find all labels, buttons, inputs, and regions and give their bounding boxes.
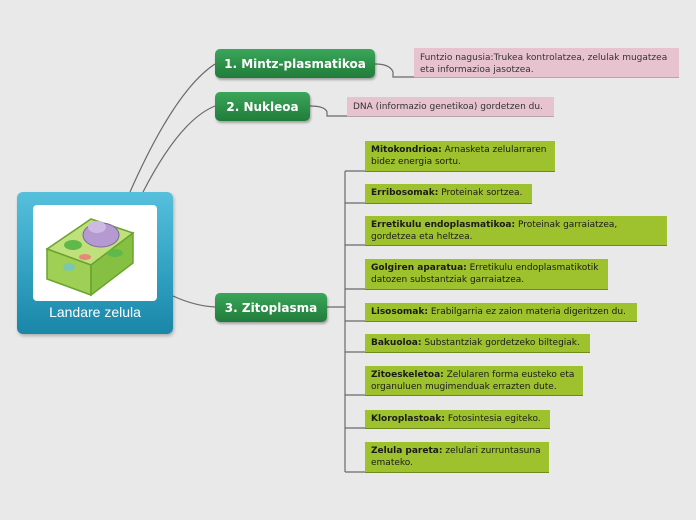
branch-nukleoa[interactable]: 2. Nukleoa bbox=[215, 92, 310, 121]
organelle-erribosomak[interactable]: Erribosomak: Proteinak sortzea. bbox=[365, 184, 532, 204]
organelle-desc: Erabilgarria ez zaion materia digeritzen… bbox=[430, 307, 626, 317]
organelle-lisosomak[interactable]: Lisosomak: Erabilgarria ez zaion materia… bbox=[365, 303, 637, 322]
organelle-name: Mitokondrioa: bbox=[371, 145, 442, 155]
organelle-golgiren-aparatua[interactable]: Golgiren aparatua: Erretikulu endoplasma… bbox=[365, 259, 608, 290]
plant-cell-image bbox=[33, 205, 157, 301]
organelle-name: Lisosomak: bbox=[371, 307, 428, 317]
root-label: Landare zelula bbox=[49, 304, 141, 320]
branch-zitoplasma[interactable]: 3. Zitoplasma bbox=[215, 293, 327, 322]
organelle-zelula-pareta[interactable]: Zelula pareta: zelulari zurruntasuna ema… bbox=[365, 442, 549, 473]
organelle-desc: Fotosintesia egiteko. bbox=[447, 414, 541, 424]
note-mintz[interactable]: Funtzio nagusia:Trukea kontrolatzea, zel… bbox=[414, 48, 679, 78]
organelle-erretikulu-endoplasmatikoa[interactable]: Erretikulu endoplasmatikoa: Proteinak ga… bbox=[365, 216, 667, 246]
organelle-name: Zitoeskeletoa: bbox=[371, 370, 444, 380]
organelle-name: Erretikulu endoplasmatikoa: bbox=[371, 220, 516, 230]
organelle-desc: Arnasketa zelularraren bidez energia sor… bbox=[371, 145, 547, 167]
organelle-name: Kloroplastoak: bbox=[371, 414, 445, 424]
organelle-desc: Proteinak sortzea. bbox=[441, 188, 523, 198]
branch-mintz-plasmatikoa[interactable]: 1. Mintz-plasmatikoa bbox=[215, 49, 375, 78]
note-nukleoa[interactable]: DNA (informazio genetikoa) gordetzen du. bbox=[347, 97, 554, 117]
organelle-name: Bakuoloa: bbox=[371, 338, 422, 348]
organelle-zitoeskeletoa[interactable]: Zitoeskeletoa: Zelularen forma eusteko e… bbox=[365, 366, 583, 396]
organelle-desc: zelulari zurruntasuna emateko. bbox=[371, 446, 541, 468]
organelle-desc: Zelularen forma eusteko eta organuluen m… bbox=[371, 370, 575, 392]
organelle-name: Zelula pareta: bbox=[371, 446, 443, 456]
organelle-bakuoloa[interactable]: Bakuoloa: Substantziak gordetzeko bilteg… bbox=[365, 334, 590, 353]
root-node[interactable]: Landare zelula bbox=[17, 192, 173, 334]
organelle-desc: Substantziak gordetzeko biltegiak. bbox=[424, 338, 580, 348]
organelle-mitokondrioa[interactable]: Mitokondrioa: Arnasketa zelularraren bid… bbox=[365, 141, 555, 172]
organelle-name: Erribosomak: bbox=[371, 188, 439, 198]
organelle-desc: Erretikulu endoplasmatikotik datozen sub… bbox=[371, 263, 599, 285]
organelle-desc: Proteinak garraiatzea, gordetzea eta hel… bbox=[371, 220, 618, 242]
organelle-name: Golgiren aparatua: bbox=[371, 263, 467, 273]
organelle-kloroplastoak[interactable]: Kloroplastoak: Fotosintesia egiteko. bbox=[365, 410, 550, 429]
